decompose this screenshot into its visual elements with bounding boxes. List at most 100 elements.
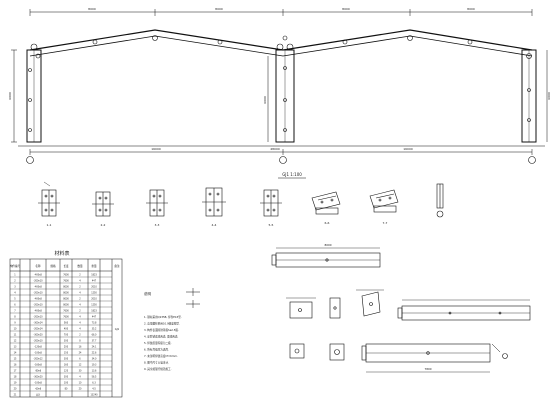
table-cell: -200x10 bbox=[33, 316, 43, 319]
node-detail-5-label: 5-5 bbox=[269, 223, 274, 227]
table-cell: 1250 bbox=[91, 292, 97, 295]
table-cell: 2010 bbox=[91, 298, 97, 301]
height-dim-middle: 6000 bbox=[263, 96, 267, 104]
table-cell: 9 bbox=[14, 322, 16, 325]
table-cell: 12 bbox=[14, 340, 17, 343]
table-cell: 13240 bbox=[91, 394, 99, 397]
table-cell: 14 bbox=[14, 352, 17, 355]
note-item: 8. 图中尺寸以毫米计. bbox=[144, 361, 169, 365]
table-cell: -120x8 bbox=[34, 346, 42, 349]
bay-dim-2: 8000 bbox=[215, 7, 223, 11]
table-cell: 300 bbox=[64, 376, 69, 379]
table-cell: -400x8 bbox=[34, 310, 42, 313]
table-side-note: GJ1 bbox=[115, 327, 120, 331]
table-cell: 400 bbox=[64, 328, 69, 331]
table-cell: 15 bbox=[14, 358, 17, 361]
span-dim-2: 16000 bbox=[403, 147, 413, 151]
table-cell: -400x8 bbox=[34, 286, 42, 289]
table-cell: -300x20 bbox=[33, 376, 43, 379]
table-cell: 2 bbox=[79, 274, 81, 277]
node-detail-1 bbox=[38, 181, 60, 217]
table-cell: 24.1 bbox=[92, 346, 97, 349]
table-header-6: 重量 bbox=[91, 264, 97, 268]
table-cell: 6.3 bbox=[92, 382, 96, 385]
node-detail-6 bbox=[311, 191, 341, 215]
bay-dim-3: 8000 bbox=[342, 7, 350, 11]
table-cell: 150 bbox=[64, 352, 69, 355]
table-cell: 447 bbox=[92, 280, 97, 283]
node-detail-3 bbox=[146, 189, 168, 217]
table-cell: 12 bbox=[79, 364, 82, 367]
brace-length: 7800 bbox=[424, 367, 431, 371]
table-cell: 700 bbox=[64, 334, 69, 337]
brace-elevation bbox=[397, 299, 531, 321]
table-cell: -400x8 bbox=[34, 274, 42, 277]
table-cell: 10 bbox=[14, 328, 17, 331]
table-header-5: 数量 bbox=[77, 264, 83, 268]
notes-list: 1. 钢材采用Q235B, 焊条E43型.2. 高强螺栓采用10.9级摩擦型.3… bbox=[144, 315, 182, 371]
table-cell: 4 bbox=[79, 316, 81, 319]
notes-heading: 说明 bbox=[144, 291, 151, 296]
table-cell: 8 bbox=[14, 316, 16, 319]
note-item: 3. 构件表面除锈等级Sa2.5级. bbox=[144, 328, 179, 332]
table-cell: 200 bbox=[64, 346, 69, 349]
table-cell: 18 bbox=[14, 376, 17, 379]
note-item: 5. 焊缝质量等级为二级. bbox=[144, 341, 172, 345]
table-cell: 34.0 bbox=[92, 358, 97, 361]
table-cell: 24 bbox=[79, 352, 82, 355]
table-cell: 8000 bbox=[63, 298, 69, 301]
table-cell: -200x12 bbox=[33, 358, 43, 361]
table-cell: 2 bbox=[79, 334, 81, 337]
table-header-1: 构件编号 bbox=[10, 264, 21, 268]
table-cell: -200x10 bbox=[33, 340, 43, 343]
table-cell: 66.0 bbox=[92, 334, 97, 337]
purlin-elevation bbox=[271, 247, 381, 268]
table-cell: -200x14 bbox=[33, 328, 43, 331]
table-cell: 19 bbox=[14, 382, 17, 385]
node-detail-7 bbox=[369, 189, 399, 213]
table-cell: -100x8 bbox=[34, 382, 42, 385]
table-cell: -80x6 bbox=[35, 370, 42, 373]
table-cell: 16 bbox=[79, 346, 82, 349]
table-cell: 2010 bbox=[91, 286, 97, 289]
material-table-title: 材料表 bbox=[54, 250, 69, 257]
table-cell: 7 bbox=[14, 310, 16, 313]
note-item: 2. 高强螺栓采用10.9级摩擦型. bbox=[144, 322, 180, 326]
table-cell: -200x10 bbox=[33, 304, 43, 307]
node-detail-4-label: 4-4 bbox=[212, 223, 217, 227]
node-detail-3-label: 3-3 bbox=[155, 223, 160, 227]
bracket-details bbox=[286, 289, 384, 319]
span-dim-1: 16000 bbox=[151, 147, 161, 151]
note-item: 9. 其余按现行规范施工. bbox=[144, 367, 172, 371]
table-cell: 6 bbox=[79, 358, 81, 361]
table-cell: 2 bbox=[14, 280, 16, 283]
frame-dimension-texts: 8000 8000 8000 8000 16000 16000 48000 60… bbox=[8, 7, 551, 151]
general-notes: 说明 1. 钢材采用Q235B, 焊条E43型.2. 高强螺栓采用10.9级摩擦… bbox=[144, 288, 200, 371]
table-cell: 80 bbox=[65, 388, 68, 391]
table-cell: -300x14 bbox=[33, 322, 43, 325]
table-header-2: 名称 bbox=[35, 264, 41, 268]
table-cell: 16 bbox=[14, 364, 17, 367]
table-cell: 3 bbox=[14, 286, 16, 289]
table-cell: 8000 bbox=[63, 304, 69, 307]
table-cell: 4 bbox=[79, 280, 81, 283]
table-cell: 8000 bbox=[63, 292, 69, 295]
table-cell: 1823 bbox=[91, 310, 97, 313]
table-cell: 1 bbox=[14, 274, 16, 277]
bay-dim-4: 8000 bbox=[467, 7, 475, 11]
node-detail-6-label: 6-6 bbox=[325, 221, 330, 225]
table-cell: 20 bbox=[79, 388, 82, 391]
note-item: 6. 所有焊缝均为满焊. bbox=[144, 348, 169, 352]
table-cell: 22.6 bbox=[92, 352, 97, 355]
gusset-plate-details bbox=[289, 343, 345, 361]
table-cell: 1823 bbox=[91, 274, 97, 277]
tie-rod-detail bbox=[436, 183, 444, 218]
portal-frame-elevation bbox=[11, 9, 548, 164]
table-cell: 7600 bbox=[63, 274, 69, 277]
table-header-7: 备注 bbox=[114, 264, 120, 268]
note-item: 7. 未注明焊缝高度hf=6mm. bbox=[144, 354, 178, 358]
table-cell: 10 bbox=[79, 382, 82, 385]
table-cell: 1250 bbox=[91, 304, 97, 307]
